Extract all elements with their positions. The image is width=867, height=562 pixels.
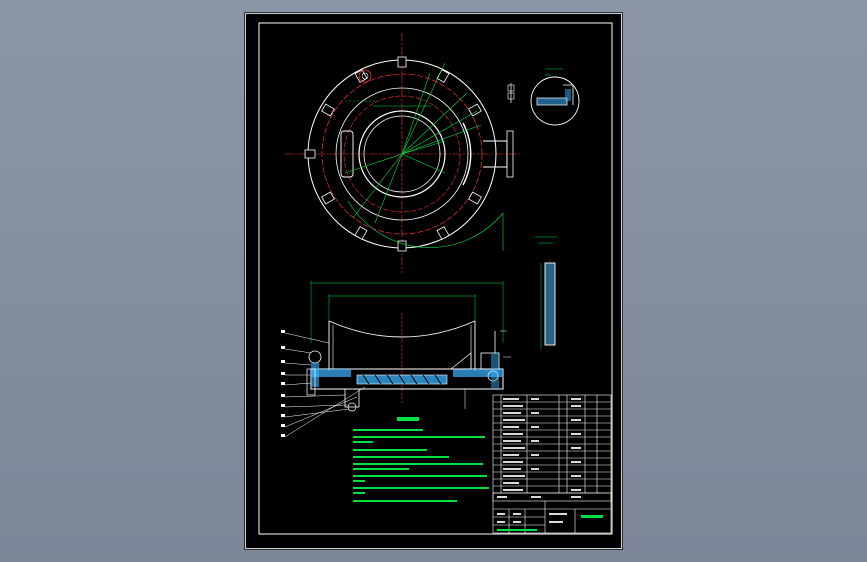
- cad-drawing: [245, 13, 622, 549]
- title-block: [492, 394, 612, 534]
- top-view: [285, 33, 520, 273]
- drawing-sheet: [245, 13, 622, 549]
- technical-notes: [353, 417, 489, 502]
- part-view: [535, 236, 557, 349]
- outer-frame: [245, 13, 622, 549]
- inner-frame: [258, 22, 613, 535]
- section-view: [281, 281, 511, 438]
- detail-view: [507, 68, 580, 126]
